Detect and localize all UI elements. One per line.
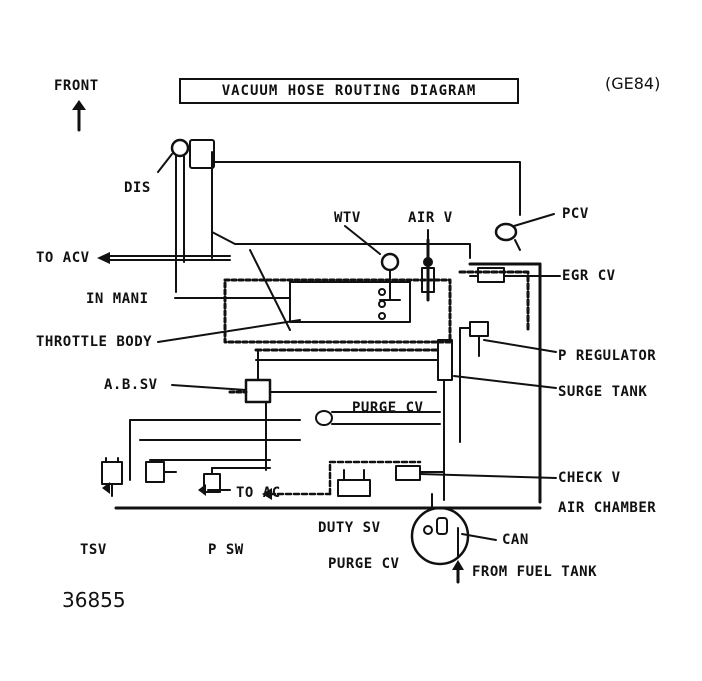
- ab-sv-icon: [228, 349, 437, 471]
- front-arrow-icon: [72, 100, 86, 132]
- label-in-mani: IN MANI: [86, 291, 149, 307]
- label-to-ac: TO AC: [236, 485, 281, 501]
- label-air-chamber: AIR CHAMBER: [558, 500, 657, 516]
- pressure-switch-icon: [203, 467, 271, 493]
- tsv-arrow-icon: [102, 482, 110, 494]
- distributor-icon: [170, 138, 215, 293]
- fuel-tank-arrow-icon: [452, 560, 464, 584]
- label-ab-sv: A.B.SV: [104, 377, 158, 393]
- label-surge-tank: SURGE TANK: [558, 384, 648, 400]
- purge-cv-top-icon: [315, 410, 441, 426]
- label-to-acv: TO ACV: [36, 250, 90, 266]
- egr-cv-icon: [458, 267, 530, 332]
- label-throttle-body: THROTTLE BODY: [36, 334, 153, 350]
- figure-number: 36855: [62, 588, 126, 612]
- label-can: CAN: [502, 532, 529, 548]
- diagram-title: VACUUM HOSE ROUTING DIAGRAM: [179, 78, 519, 104]
- label-pcv: PCV: [562, 206, 589, 222]
- front-label: FRONT: [54, 78, 99, 94]
- label-wtv: WTV: [334, 210, 361, 226]
- tsv-valve-icon: [101, 457, 123, 497]
- label-dis: DIS: [124, 180, 151, 196]
- to-ac-arrow-icon: [262, 488, 272, 500]
- label-air-v: AIR V: [408, 210, 453, 226]
- canister-icon: [410, 493, 470, 566]
- label-p-regulator: P REGULATOR: [558, 348, 657, 364]
- model-code: (GE84): [605, 74, 661, 93]
- wtv-valve-icon: [379, 252, 401, 301]
- label-egr-cv: EGR CV: [562, 268, 616, 284]
- surge-tank-icon: [254, 339, 453, 501]
- label-purge-cv-bottom: PURGE CV: [328, 556, 400, 572]
- engine-outline: [211, 151, 521, 216]
- duty-sv-icon: [328, 460, 422, 497]
- pressure-regulator-icon: [459, 321, 489, 443]
- to-acv-arrow-icon: [97, 252, 110, 264]
- label-tsv: TSV: [80, 542, 107, 558]
- p-sw-arrow-icon: [198, 484, 206, 496]
- label-check-v: CHECK V: [558, 470, 621, 486]
- pcv-valve-icon: [468, 222, 542, 504]
- label-purge-cv-top: PURGE CV: [352, 400, 424, 416]
- label-from-fuel-tank: FROM FUEL TANK: [472, 564, 598, 580]
- label-duty-sv: DUTY SV: [318, 520, 381, 536]
- label-p-sw: P SW: [208, 542, 244, 558]
